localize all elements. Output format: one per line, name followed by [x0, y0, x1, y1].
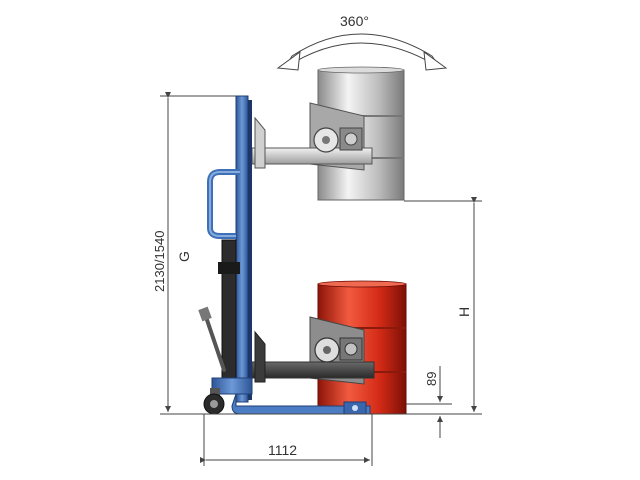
caster-wheel	[203, 388, 225, 415]
length-dimension	[200, 414, 373, 466]
base-height-dimension	[406, 366, 452, 438]
base-height-label: 89	[424, 372, 439, 386]
mast-frame	[198, 95, 371, 415]
length-label: 1112	[268, 442, 297, 458]
rotation-arrow	[276, 33, 448, 71]
height-total-label: 2130/1540	[152, 231, 167, 292]
lift-h-label: H	[456, 307, 472, 317]
lower-clamp	[251, 316, 375, 385]
height-dimension	[160, 92, 236, 415]
height-g-label: G	[176, 251, 192, 262]
lift-dimension	[404, 197, 482, 415]
rotation-label: 360°	[340, 13, 369, 29]
